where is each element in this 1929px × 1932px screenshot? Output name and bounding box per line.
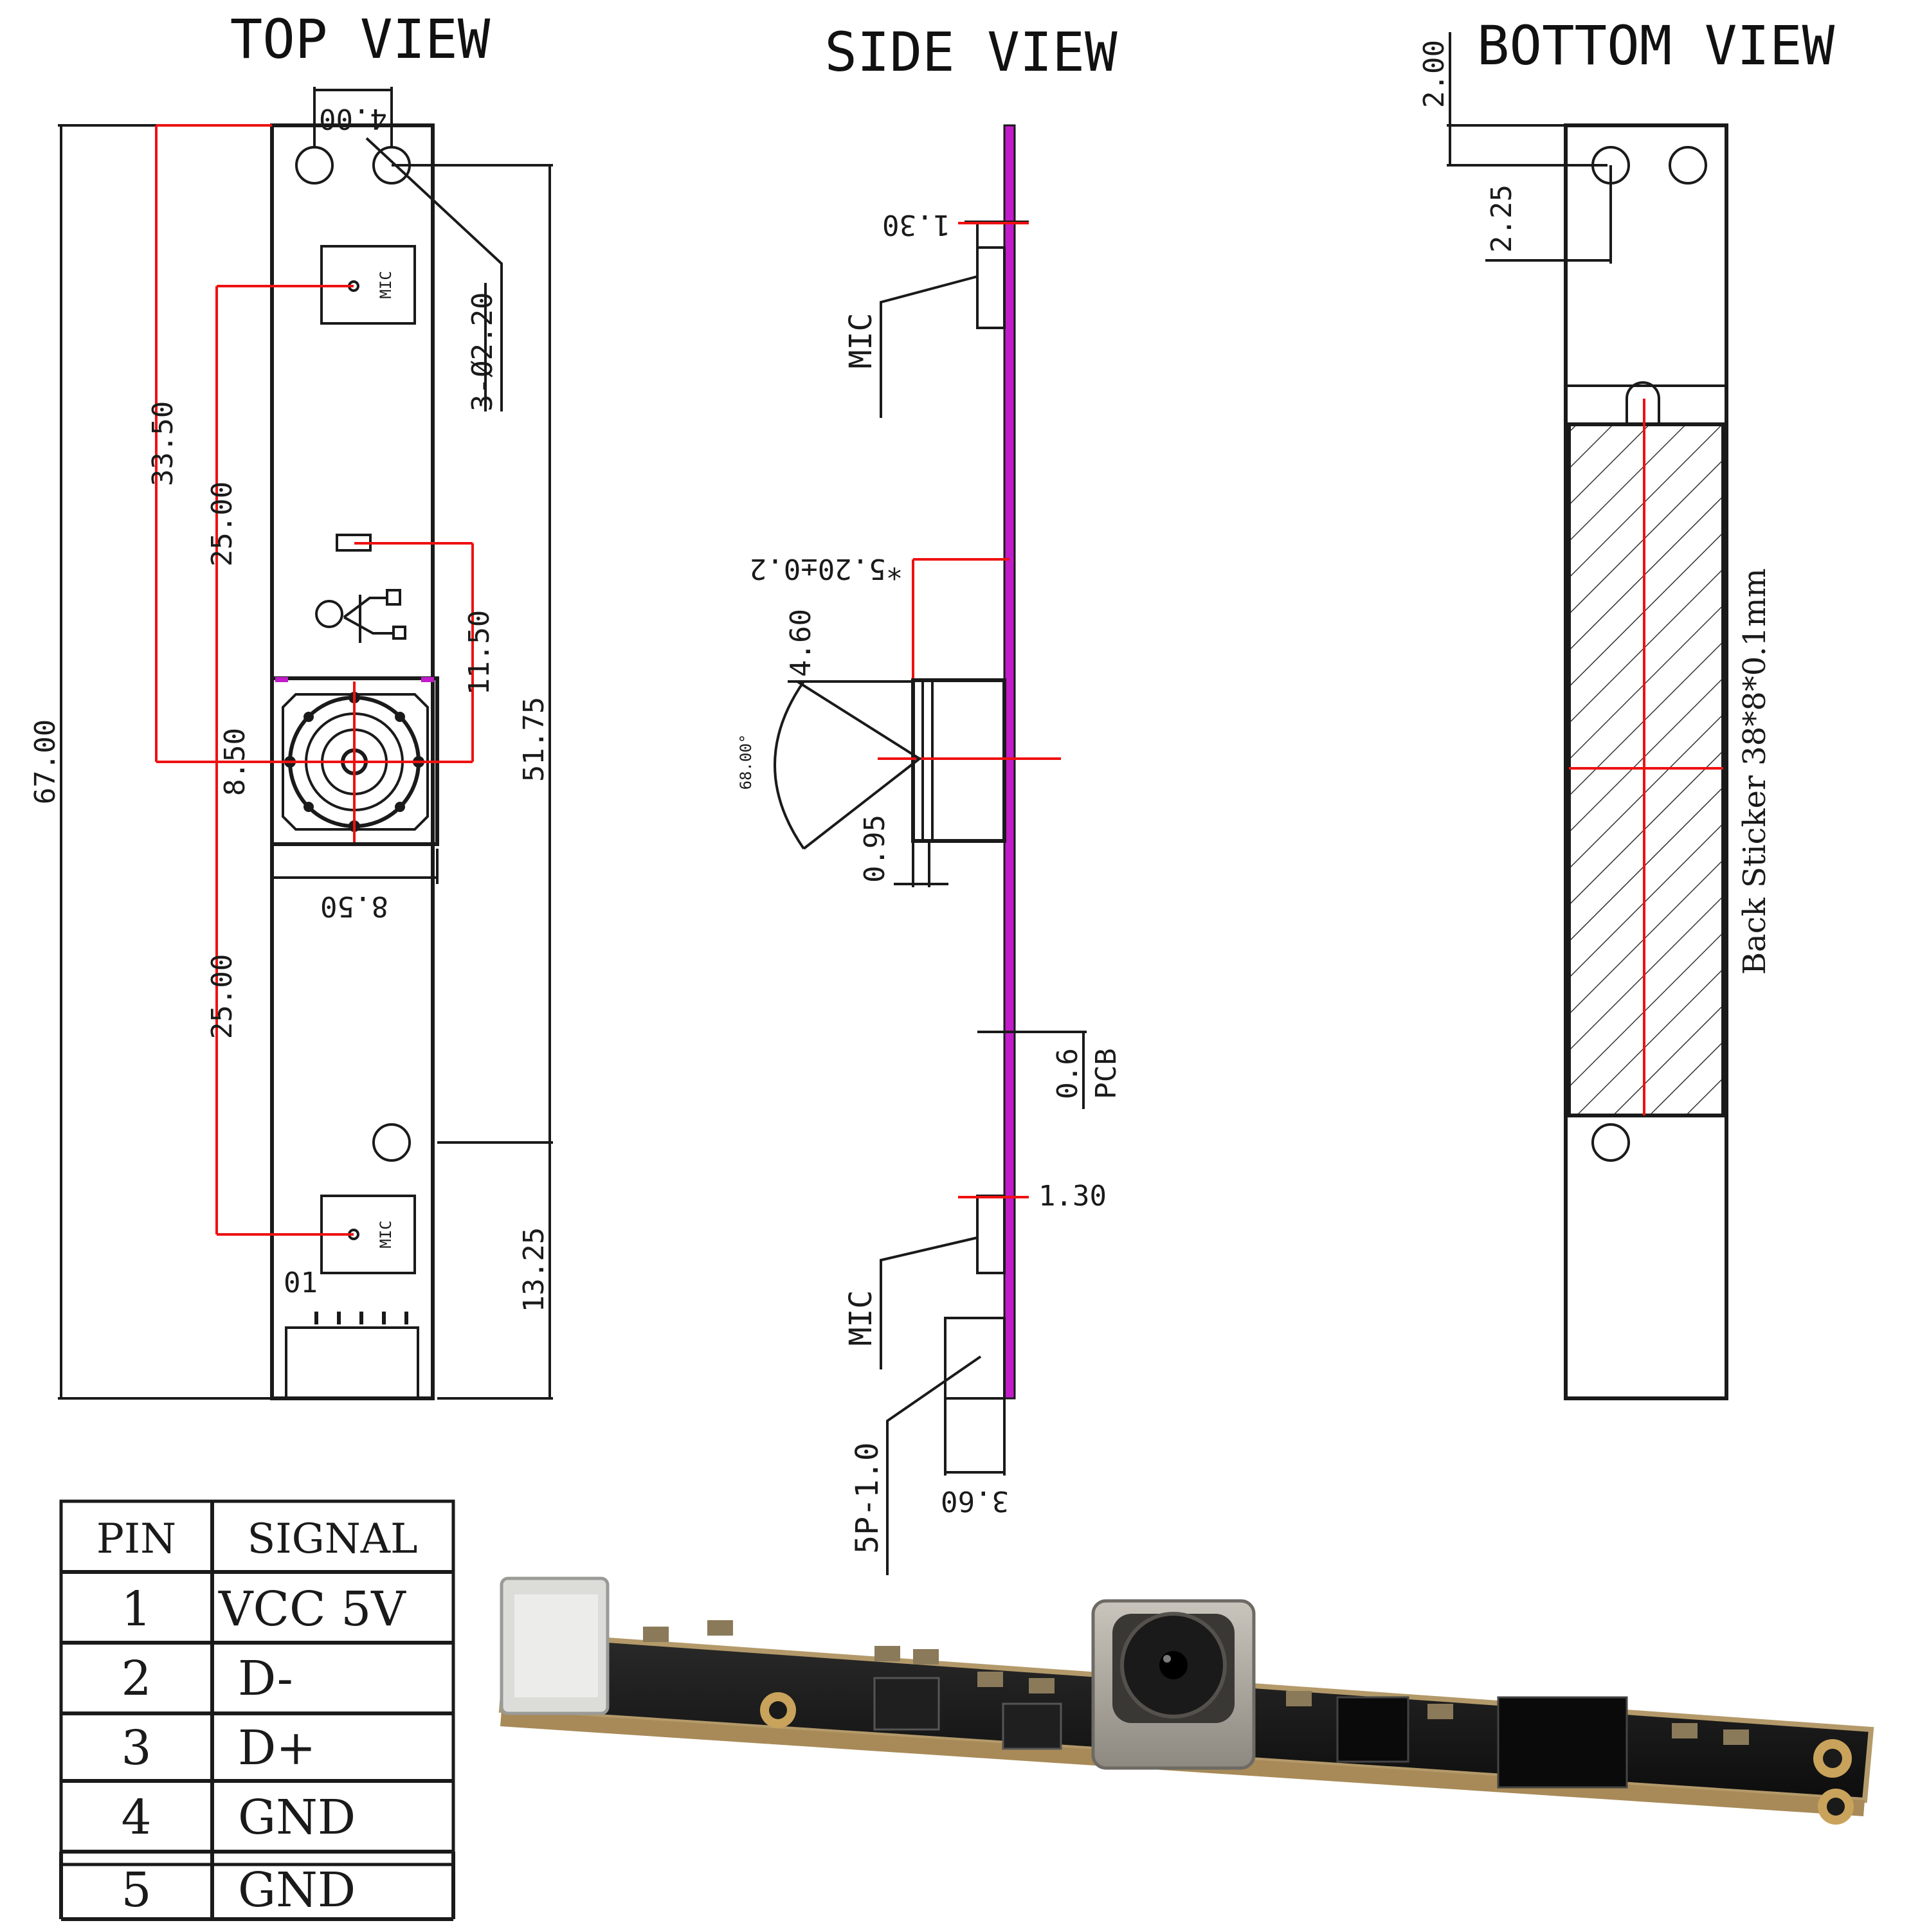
pcb-label: PCB bbox=[1090, 1048, 1123, 1099]
signal-3: D+ bbox=[238, 1720, 316, 1776]
dim-1-30-upper: 1.30 bbox=[882, 208, 950, 241]
dimension-red-lines bbox=[155, 124, 474, 1236]
mounting-hole-3 bbox=[372, 1123, 411, 1162]
side-mic-lower bbox=[976, 1195, 1006, 1274]
dim-overall-length: 67.00 bbox=[29, 719, 62, 804]
hole-callout: 3-Ø2.20 bbox=[466, 293, 499, 411]
mic-label-upper: MIC bbox=[377, 271, 395, 298]
signal-header: SIGNAL bbox=[248, 1515, 418, 1563]
mic-label-lower: MIC bbox=[377, 1220, 395, 1248]
signal-2: D- bbox=[238, 1651, 293, 1706]
pin-1: 1 bbox=[121, 1582, 151, 1637]
usb-icon bbox=[315, 589, 406, 643]
dim-25-00-upper: 25.00 bbox=[206, 482, 239, 566]
side-mic-label-upper: MIC bbox=[843, 313, 879, 369]
dim-25-00-lower: 25.00 bbox=[206, 954, 239, 1039]
side-lens-body bbox=[911, 678, 1006, 843]
pin-3: 3 bbox=[121, 1720, 151, 1776]
dim-11-50: 11.50 bbox=[463, 610, 496, 695]
bottom-notch bbox=[1626, 381, 1660, 424]
dim-height-tolerance: *5.20±0.2 bbox=[750, 552, 903, 585]
top-view: 4.00 3-Ø2.20 MIC MIC bbox=[29, 87, 553, 1400]
bottom-view: Back Sticker 38*8*0.1mm 2.00 2.25 bbox=[1418, 32, 1773, 1400]
product-photo bbox=[498, 1576, 1874, 1825]
dim-2-25: 2.25 bbox=[1485, 185, 1518, 253]
dim-1-30-lower: 1.30 bbox=[1038, 1180, 1107, 1213]
sticker-label: Back Sticker 38*8*0.1mm bbox=[1737, 568, 1773, 975]
side-mic-label-lower: MIC bbox=[843, 1290, 879, 1346]
dim-33-50: 33.50 bbox=[147, 401, 179, 486]
signal-1: VCC 5V bbox=[218, 1582, 406, 1637]
pin-5: 5 bbox=[121, 1863, 151, 1918]
pin-table: PIN SIGNAL 1 VCC 5V 2 D- 3 D+ 4 GND 5 GN… bbox=[59, 1499, 455, 1921]
dim-3-60: 3.60 bbox=[941, 1485, 1009, 1517]
main-chip-photo bbox=[1497, 1696, 1628, 1789]
back-sticker bbox=[1567, 422, 1725, 1117]
pin-4: 4 bbox=[121, 1790, 151, 1845]
top-view-title: TOP VIEW bbox=[230, 8, 491, 71]
dim-4-60: 4.60 bbox=[784, 609, 817, 677]
pin1-marker: 01 bbox=[284, 1267, 318, 1299]
signal-5: GND bbox=[238, 1863, 356, 1918]
side-mic-upper bbox=[976, 246, 1006, 329]
side-connector bbox=[944, 1317, 1006, 1400]
mounting-hole-1 bbox=[295, 146, 334, 185]
connector-label: 5P-1.0 bbox=[849, 1442, 885, 1553]
pin-2: 2 bbox=[121, 1651, 151, 1706]
bottom-hole-2 bbox=[1669, 146, 1707, 185]
bottom-hole-3 bbox=[1591, 1123, 1630, 1162]
dim-hole-spacing: 4.00 bbox=[319, 102, 387, 135]
pin-header: PIN bbox=[96, 1515, 176, 1563]
side-view-title: SIDE VIEW bbox=[824, 21, 1118, 84]
dim-pcb-thickness: 0.6 bbox=[1051, 1048, 1084, 1099]
dim-13-25: 13.25 bbox=[518, 1227, 550, 1312]
dim-0-95: 0.95 bbox=[858, 815, 891, 883]
signal-4: GND bbox=[238, 1790, 356, 1845]
bottom-view-title: BOTTOM VIEW bbox=[1477, 14, 1835, 77]
fov-angle: 68.00° bbox=[737, 734, 755, 790]
dim-51-75: 51.75 bbox=[518, 697, 550, 782]
dim-2-00: 2.00 bbox=[1418, 40, 1451, 108]
side-view: 1.30 MIC *5.20±0.2 68.00° 4.60 0.95 0.6 … bbox=[737, 124, 1123, 1575]
secondary-chip-photo bbox=[1336, 1696, 1409, 1763]
bottom-view-board-outline bbox=[1564, 123, 1728, 1400]
dim-8-50-horizontal: 8.50 bbox=[320, 890, 388, 923]
connector-footprint bbox=[285, 1312, 419, 1400]
dim-8-50-vertical: 8.50 bbox=[219, 728, 251, 796]
